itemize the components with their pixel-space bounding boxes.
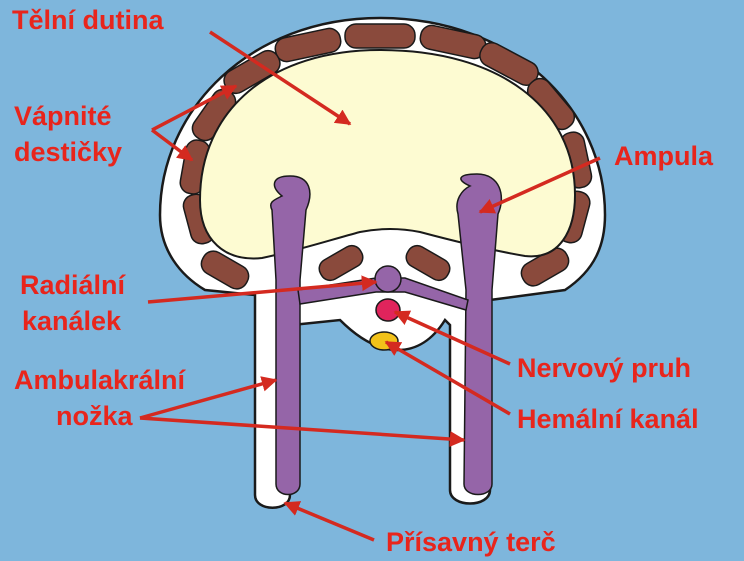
arrow-nozka-2 — [140, 418, 464, 440]
label-radialni-kanalek-line2: kanálek — [22, 305, 121, 337]
label-nervovy-pruh: Nervový pruh — [517, 352, 691, 384]
label-vapnite-desticky-line1: Vápnité — [14, 100, 112, 132]
label-hemalni-kanal: Hemální kanál — [517, 403, 699, 435]
left-ampulla-and-tube-foot — [271, 176, 310, 495]
radial-canal — [375, 266, 401, 292]
label-ambulakralni-nozka-line1: Ambulakrální — [14, 364, 185, 396]
label-telni-dutina: Tělní dutina — [12, 4, 164, 36]
nerve-strand — [376, 299, 400, 321]
arrow-prisavny-terc — [285, 503, 374, 540]
label-ambulakralni-nozka-line2: nožka — [56, 400, 133, 432]
label-prisavny-terc: Přísavný terč — [386, 526, 556, 558]
label-ampula: Ampula — [614, 140, 713, 172]
label-radialni-kanalek-line1: Radiální — [20, 269, 125, 301]
plate — [345, 24, 415, 48]
label-vapnite-desticky-line2: destičky — [14, 136, 122, 168]
